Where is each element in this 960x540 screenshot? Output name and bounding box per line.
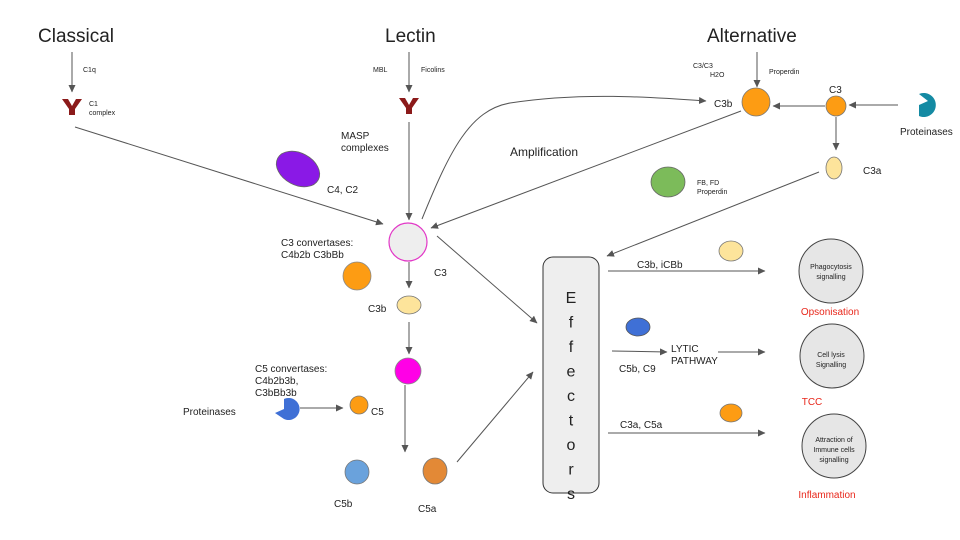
c5b-label: C5b — [334, 499, 353, 510]
effectors-letter: s — [567, 486, 575, 503]
tcc-label: TCC — [802, 397, 823, 408]
c5-circle — [349, 395, 369, 415]
alternative-title: Alternative — [707, 26, 797, 47]
inflammation-text-2: Immune cells — [813, 447, 855, 454]
c5-convertases-label-2: C4b2b3b, — [255, 376, 298, 387]
effectors-letter: t — [569, 413, 574, 430]
c3b-icbb-label: C3b, iCBb — [637, 260, 683, 271]
classical-title: Classical — [38, 26, 114, 47]
fb-fd-shape — [650, 166, 686, 198]
lytic-label-1: LYTIC — [671, 344, 699, 355]
c5b-c9-label: C5b, C9 — [619, 364, 656, 375]
c5-convertases-label-1: C5 convertases: — [255, 364, 327, 375]
opsonisation-text-2: signalling — [816, 274, 845, 281]
proteinases-bottom-label: Proteinases — [183, 407, 236, 418]
c5-label: C5 — [371, 407, 384, 418]
c3a-c5a-label: C3a, C5a — [620, 420, 663, 431]
proteinase-bottom-icon — [275, 398, 300, 420]
c3-top-label: C3 — [829, 85, 842, 96]
effectors-letter: c — [567, 388, 575, 405]
tcc-text-2: Signalling — [816, 362, 846, 369]
amplification-label: Amplification — [510, 145, 578, 159]
c1-complex-label-2: complex — [89, 110, 116, 117]
c1q-label: C1q — [83, 67, 96, 74]
c3b-top-circle — [741, 87, 771, 117]
c3b-central-label: C3b — [368, 304, 387, 315]
opsonisation-label: Opsonisation — [801, 307, 859, 318]
c3-convertases-label-2: C4b2b C3bBb — [281, 250, 344, 261]
c1-complex-label-1: C1 — [89, 101, 98, 108]
c3a-top-shape — [825, 156, 843, 180]
c3-central-label: C3 — [434, 268, 447, 279]
mbl-label: MBL — [373, 67, 388, 74]
c5a-shape — [422, 457, 448, 485]
effectors-letter: o — [567, 437, 576, 454]
c3a-top-label: C3a — [863, 166, 882, 177]
effectors-letter: f — [569, 339, 574, 356]
ficolins-label: Ficolins — [421, 67, 445, 74]
effectors-letter: E — [566, 290, 577, 307]
c3b-top-label: C3b — [714, 99, 733, 110]
lectin-receptor-icon — [399, 98, 419, 114]
c5a-label: C5a — [418, 504, 437, 515]
c3-convertase-circle — [342, 261, 372, 291]
c3b-to-c3-arrow — [430, 110, 742, 229]
fb-fd-label-1: FB, FD — [697, 180, 719, 187]
effectors-box — [542, 256, 600, 494]
c3-to-effectors-arrow — [436, 235, 538, 324]
masp-label-2: complexes — [341, 143, 389, 154]
lectin-title: Lectin — [385, 26, 436, 47]
c3-convertases-label-1: C3 convertases: — [281, 238, 353, 249]
c5a-to-effectors-arrow — [456, 371, 534, 463]
c3c3-label-1: C3/C3 — [693, 63, 713, 70]
effectors-letter: r — [568, 462, 574, 479]
c3a-to-effectors-arrow — [606, 171, 820, 257]
lytic-in-arrow — [611, 348, 668, 356]
c3b-central-shape — [396, 295, 422, 315]
opsonisation-text-1: Phagocytosis — [810, 264, 852, 271]
tcc-text-1: Cell lysis — [817, 352, 845, 359]
c5-convertase-circle — [394, 357, 422, 385]
masp-label-1: MASP — [341, 131, 370, 142]
c3a-c5a-shape — [719, 403, 743, 423]
effectors-letter: e — [567, 364, 576, 381]
inflammation-text-1: Attraction of — [815, 437, 852, 444]
effectors-letter: f — [569, 315, 574, 332]
lytic-label-2: PATHWAY — [671, 356, 718, 367]
c4-c2-label: C4, C2 — [327, 185, 359, 196]
c3c3-label-2: H2O — [710, 72, 725, 79]
c3-top-circle — [825, 95, 847, 117]
c1-complex-receptor-icon — [62, 99, 82, 115]
proteinase-top-icon — [919, 93, 936, 117]
c3-central-circle — [388, 222, 428, 262]
properdin-top-label: Properdin — [769, 69, 799, 76]
c5-convertases-label-3: C3bBb3b — [255, 388, 297, 399]
inflammation-label: Inflammation — [798, 490, 855, 501]
c5b-circle — [344, 459, 370, 485]
fb-fd-label-2: Properdin — [697, 189, 727, 196]
masp-complex-shape — [275, 150, 321, 188]
classical-to-c3-arrow — [74, 126, 384, 226]
inflammation-text-3: signalling — [819, 457, 848, 464]
proteinases-top-label: Proteinases — [900, 127, 953, 138]
amplification-loop-arrow — [421, 95, 707, 220]
tcc-circle — [799, 323, 865, 389]
c5b-c9-shape — [625, 317, 651, 337]
inflammation-circle — [801, 413, 867, 479]
c3b-icbb-shape — [718, 240, 744, 262]
opsonisation-circle — [798, 238, 864, 304]
